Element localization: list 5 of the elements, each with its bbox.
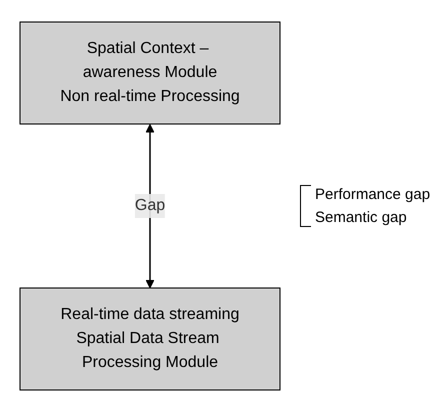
node-box: Spatial Context – awareness Module Non real-time Processing	[20, 21, 280, 124]
note-text: Performance gap	[315, 186, 430, 202]
note-text: Semantic gap	[315, 208, 408, 226]
edge-label: Gap	[134, 196, 166, 214]
node-box: Real-time data streaming Spatial Data Stream Processing Module	[20, 287, 280, 390]
